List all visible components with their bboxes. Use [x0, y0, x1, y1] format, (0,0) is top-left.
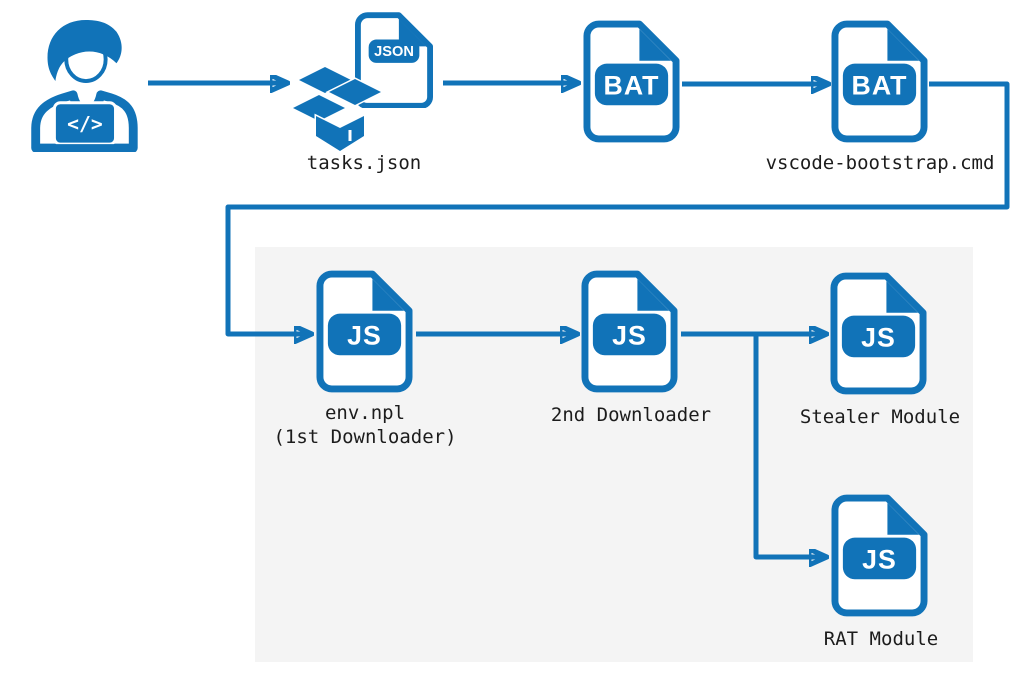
- laptop-code-glyph: </>: [67, 112, 103, 135]
- label-env-npl-line1: env.npl: [324, 402, 406, 424]
- label-stealer-module: Stealer Module: [799, 406, 961, 428]
- json-badge-text: JSON: [374, 44, 414, 60]
- stealer-module-node: JS: [830, 272, 927, 395]
- label-env-npl: env.npl (1st Downloader): [273, 401, 456, 449]
- bat-badge: [594, 63, 669, 106]
- json-badge: [368, 39, 420, 63]
- js-file-icon: JS: [316, 270, 413, 393]
- label-tasks-json: tasks.json: [306, 152, 422, 174]
- js-file-icon: JS: [831, 494, 928, 617]
- js-badge: [842, 537, 917, 580]
- developer-hair: [47, 19, 122, 82]
- developer-icon: </>: [31, 19, 138, 153]
- box-flap-right: [325, 77, 385, 107]
- env-npl-node: JS: [316, 270, 413, 393]
- js-file-icon: JS: [830, 272, 927, 395]
- bat-file-icon: BAT: [831, 20, 928, 143]
- json-file-icon: JSON: [355, 12, 433, 109]
- open-box-icon: [289, 65, 388, 153]
- js-badge-text: JS: [862, 544, 897, 574]
- js-badge: [327, 313, 402, 356]
- label-second-downloader: 2nd Downloader: [550, 404, 712, 426]
- bootstrap-cmd-node: BAT: [831, 20, 928, 143]
- arrow-2nd-downloader-to-rat: [753, 334, 826, 557]
- js-badge-text: JS: [861, 322, 896, 352]
- tasks-json-file-icon: JSON: [355, 12, 433, 109]
- document-fold: [372, 279, 405, 311]
- js-badge-text: JS: [347, 320, 382, 350]
- developer-node: </>: [26, 16, 138, 153]
- box-icon: [289, 65, 385, 153]
- laptop-base: [40, 144, 130, 152]
- bat-badge-text: BAT: [852, 70, 908, 100]
- second-downloader-node: JS: [581, 270, 678, 393]
- js-badge-text: JS: [612, 320, 647, 350]
- box-body: [314, 113, 366, 153]
- label-vscode-bootstrap-cmd: vscode-bootstrap.cmd: [765, 152, 995, 174]
- bat-file-icon: BAT: [583, 20, 680, 143]
- bat-badge: [842, 63, 917, 106]
- rat-module-node: JS: [831, 494, 928, 617]
- js-file-icon: JS: [581, 270, 678, 393]
- bat-badge-text: BAT: [604, 70, 660, 100]
- label-env-npl-line2: (1st Downloader): [273, 426, 457, 448]
- bat-stage1-node: BAT: [583, 20, 680, 143]
- js-badge: [592, 313, 667, 356]
- label-rat-module: RAT Module: [823, 628, 939, 650]
- js-badge: [841, 315, 916, 358]
- arrow-bat2-to-envnpl: [225, 81, 1010, 334]
